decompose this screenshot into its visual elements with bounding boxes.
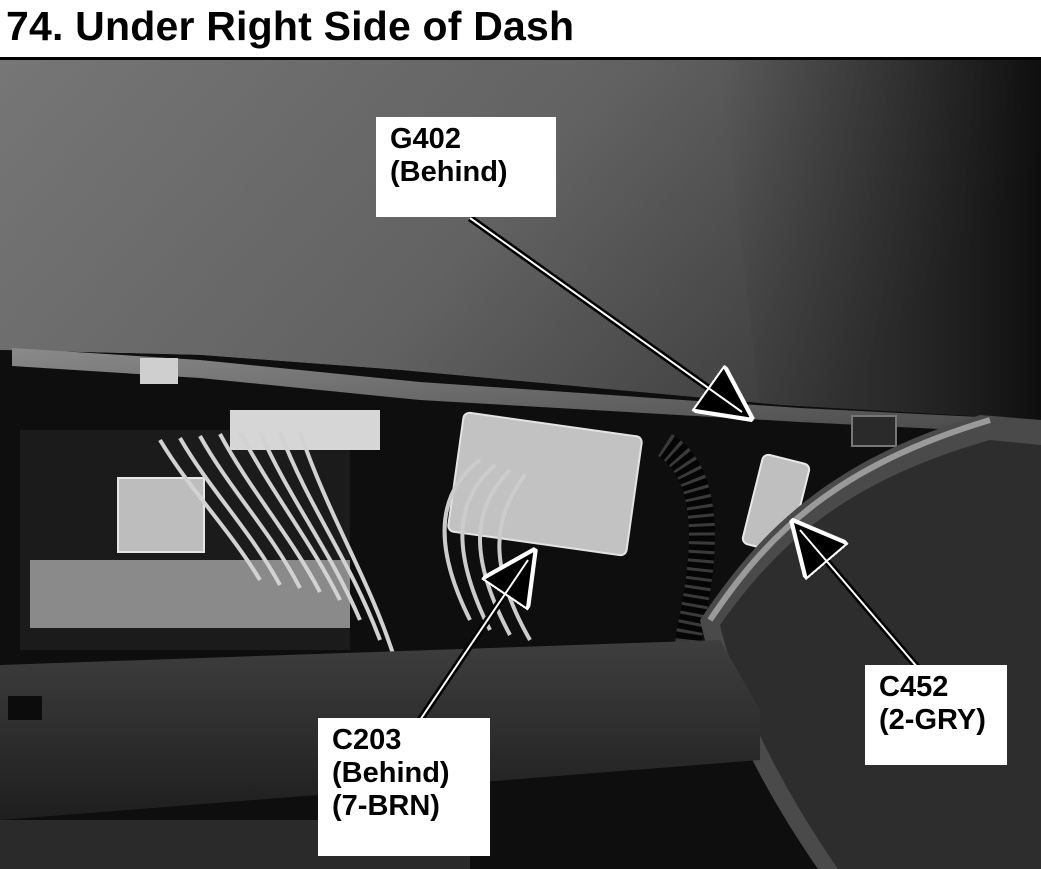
gray-bracket: [30, 560, 350, 628]
callout-g402-line2: (Behind): [390, 156, 508, 188]
clip-left: [140, 358, 178, 384]
white-connector: [117, 477, 205, 553]
left-wire-bundle: [158, 431, 397, 661]
callout-c203-line3: (7-BRN): [332, 790, 440, 822]
callout-g402: G402 (Behind): [376, 117, 556, 217]
callout-c452: C452 (2-GRY): [865, 665, 1007, 765]
callout-c203-line1: C203: [332, 724, 402, 756]
callout-c452-line1: C452: [879, 671, 949, 703]
callout-c203: C203 (Behind) (7-BRN): [318, 718, 490, 856]
page-title: 74. Under Right Side of Dash: [6, 3, 575, 49]
clip-right: [851, 415, 897, 447]
callout-g402-line1: G402: [390, 123, 461, 155]
callout-c452-line2: (2-GRY): [879, 704, 986, 736]
c203-connector: [447, 411, 643, 557]
upper-right-shadow: [720, 60, 1041, 420]
dash-photo-illustration: [0, 60, 1041, 869]
callout-c203-line2: (Behind): [332, 757, 450, 789]
